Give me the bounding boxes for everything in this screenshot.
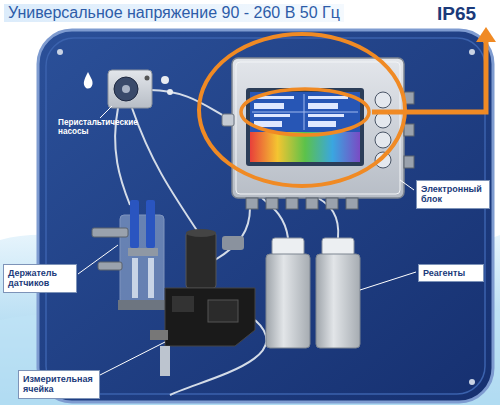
callout-text: Электронный блок bbox=[421, 184, 485, 205]
highlight-arrow bbox=[372, 40, 486, 112]
protection-rating: IP65 bbox=[437, 3, 476, 25]
callout-box: Измерительная ячейка bbox=[18, 370, 100, 399]
mounting-panel bbox=[38, 30, 493, 402]
callout-text: Перистальтические насосы bbox=[58, 118, 156, 137]
panel-screws bbox=[57, 49, 475, 385]
sensor-holder bbox=[92, 200, 166, 310]
panel-rim bbox=[46, 38, 485, 394]
drop-icon bbox=[84, 72, 93, 89]
callout-text: Реагенты bbox=[423, 268, 479, 278]
callout-box: Держатель датчиков bbox=[3, 264, 77, 293]
reagent-containers bbox=[266, 238, 360, 348]
callout-text: Держатель датчиков bbox=[8, 268, 72, 289]
arrow-head bbox=[476, 27, 496, 42]
heading: Универсальное напряжение 90 - 260 В 50 Г… bbox=[4, 4, 344, 22]
callout-box: Электронный блок bbox=[416, 180, 490, 209]
highlight-ellipse bbox=[241, 89, 369, 135]
callout-text: Измерительная ячейка bbox=[23, 374, 95, 395]
leader-lines bbox=[78, 106, 416, 375]
measuring-cell bbox=[150, 229, 255, 376]
peristaltic-pump bbox=[108, 70, 173, 108]
callout-box: Реагенты bbox=[418, 264, 484, 282]
callout-box: Перистальтические насосы bbox=[58, 118, 156, 137]
